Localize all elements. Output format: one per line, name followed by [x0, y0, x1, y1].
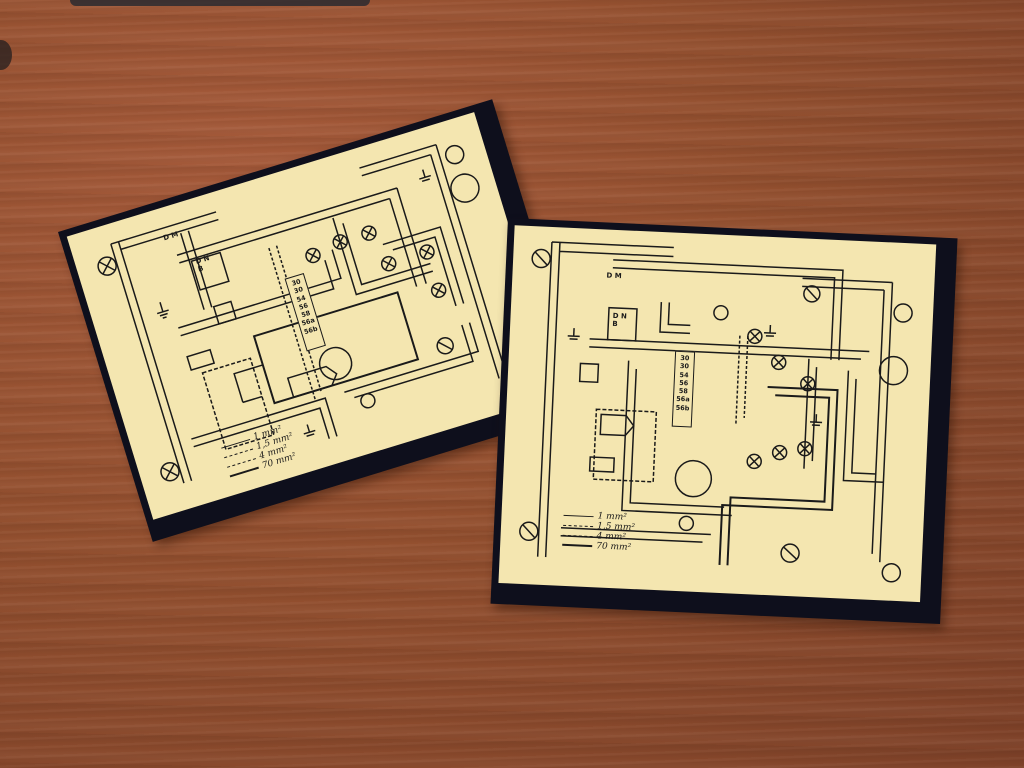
wiring-schematic-right [519, 241, 913, 583]
regulator-labels: D M [606, 271, 622, 281]
wiring-diagram-card-left: 30 30 54 56 58 56a 56b D N B D M 1 mm² 1… [58, 99, 587, 542]
legend-item: 70 mm² [595, 541, 632, 553]
card-right-face: 30 30 54 56 58 56a 56b D N B D M 1 mm² 1… [498, 225, 937, 603]
generator-labels: D N B [612, 311, 627, 329]
object-edge-top [70, 0, 370, 6]
card-left-face: 30 30 54 56 58 56a 56b D N B D M 1 mm² 1… [66, 112, 561, 520]
terminal-block: 30 30 54 56 58 56a 56b [671, 350, 696, 428]
terminal-label: 56b [675, 403, 690, 413]
wire-gauge-legend: 1 mm² 1,5 mm² 4 mm² 70 mm² [562, 510, 636, 553]
wiring-diagram-card-right: 30 30 54 56 58 56a 56b D N B D M 1 mm² 1… [490, 218, 958, 625]
object-edge-left [0, 40, 12, 70]
